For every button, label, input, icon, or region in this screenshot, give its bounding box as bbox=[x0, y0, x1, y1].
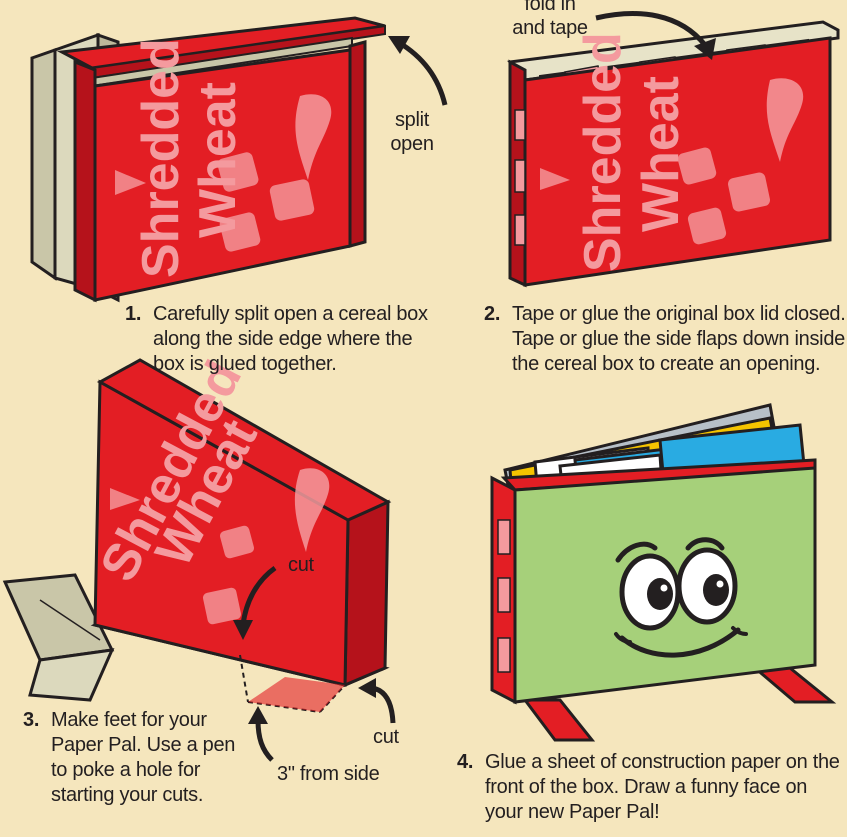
brand-text-wheat-2: Wheat bbox=[632, 76, 690, 232]
step-2: 2. Tape or glue the original box lid clo… bbox=[484, 302, 847, 382]
step-1-line2: along the side edge where the bbox=[153, 327, 428, 352]
step-4-line2: front of the box. Draw a funny face on bbox=[485, 775, 840, 800]
brand-text-wheat: Wheat bbox=[189, 82, 247, 238]
split-open-label-line1: split bbox=[384, 108, 440, 132]
fold-in-label-line1: fold in bbox=[505, 0, 595, 16]
step-4-line1: Glue a sheet of construction paper on th… bbox=[485, 750, 840, 775]
step-2-line2: Tape or glue the side flaps down inside bbox=[512, 327, 845, 352]
step-1-line1: Carefully split open a cereal box bbox=[153, 302, 428, 327]
split-open-label-line2: open bbox=[384, 132, 440, 156]
step-2-number: 2. bbox=[484, 302, 500, 327]
box-cut-feet-illustration: Shredded Wheat bbox=[5, 352, 393, 760]
fold-in-label: fold in and tape bbox=[505, 0, 595, 40]
cut-label-top: cut bbox=[288, 553, 314, 577]
step-1-number: 1. bbox=[125, 302, 141, 327]
brand-text-shredded: Shredded bbox=[132, 38, 190, 278]
box-taped-illustration: Shredded Wheat bbox=[510, 14, 838, 285]
step-4-number: 4. bbox=[457, 750, 473, 775]
paper-pal-illustration bbox=[492, 405, 832, 740]
step-3-line4: starting your cuts. bbox=[51, 783, 235, 808]
step-4-line3: your new Paper Pal! bbox=[485, 800, 840, 825]
step-4: 4. Glue a sheet of construction paper on… bbox=[457, 750, 847, 830]
step-3-number: 3. bbox=[23, 708, 39, 733]
step-1-line3: box is glued together. bbox=[153, 352, 428, 377]
step-3: 3. Make feet for your Paper Pal. Use a p… bbox=[23, 708, 243, 818]
fold-in-label-line2: and tape bbox=[505, 16, 595, 40]
step-2-line1: Tape or glue the original box lid closed… bbox=[512, 302, 845, 327]
step-3-line2: Paper Pal. Use a pen bbox=[51, 733, 235, 758]
step-1: 1. Carefully split open a cereal box alo… bbox=[125, 302, 465, 382]
box-split-open-illustration: Shredded Wheat bbox=[32, 18, 445, 300]
from-side-label: 3" from side bbox=[277, 762, 379, 786]
cut-label-right: cut bbox=[373, 725, 399, 749]
step-3-line1: Make feet for your bbox=[51, 708, 235, 733]
split-open-label: split open bbox=[384, 108, 440, 156]
step-3-line3: to poke a hole for bbox=[51, 758, 235, 783]
step-2-line3: the cereal box to create an opening. bbox=[512, 352, 845, 377]
brand-text-shredded-2: Shredded bbox=[574, 32, 632, 272]
